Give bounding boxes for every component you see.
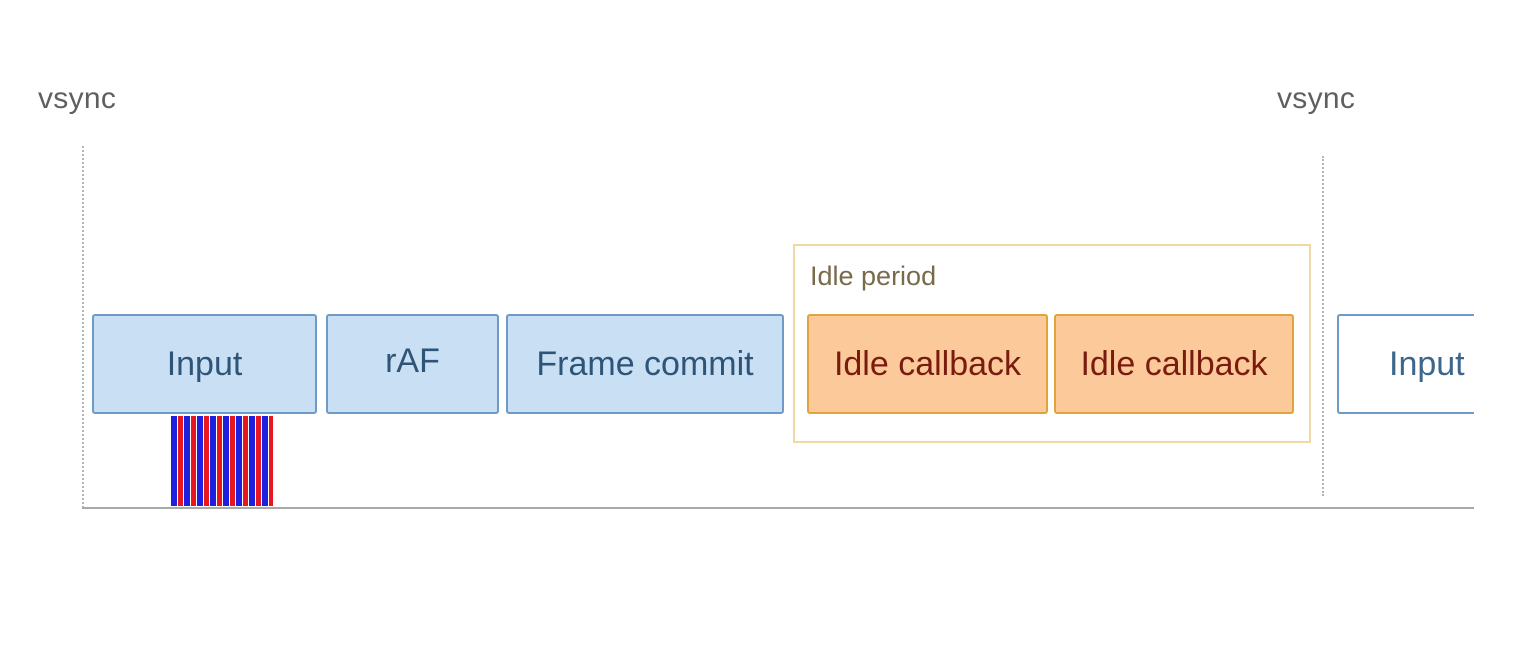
timeline-axis xyxy=(82,507,1474,509)
task-frame-commit-label: Frame commit xyxy=(536,344,754,383)
task-raf-label: rAF xyxy=(385,341,440,380)
task-idle-callback-2: Idle callback xyxy=(1054,314,1294,414)
task-input: Input xyxy=(92,314,317,414)
vsync-label-right: vsync xyxy=(1277,82,1356,115)
task-input-label: Input xyxy=(166,344,243,383)
task-raf: rAF xyxy=(326,314,499,414)
vsync-line-right xyxy=(1322,156,1324,496)
input-events-marks xyxy=(171,416,273,506)
task-idle-callback-1: Idle callback xyxy=(807,314,1048,414)
vsync-line-left xyxy=(82,146,84,508)
idle-period-label: Idle period xyxy=(810,261,937,291)
task-next-frame-input-label: Input xyxy=(1389,344,1465,383)
task-next-frame-input: Input xyxy=(1337,314,1474,414)
idle-period-box xyxy=(793,244,1311,443)
task-idle-callback-2-label: Idle callback xyxy=(1080,344,1268,383)
task-frame-commit: Frame commit xyxy=(506,314,784,414)
vsync-label-left: vsync xyxy=(38,82,117,115)
task-idle-callback-1-label: Idle callback xyxy=(833,344,1022,383)
